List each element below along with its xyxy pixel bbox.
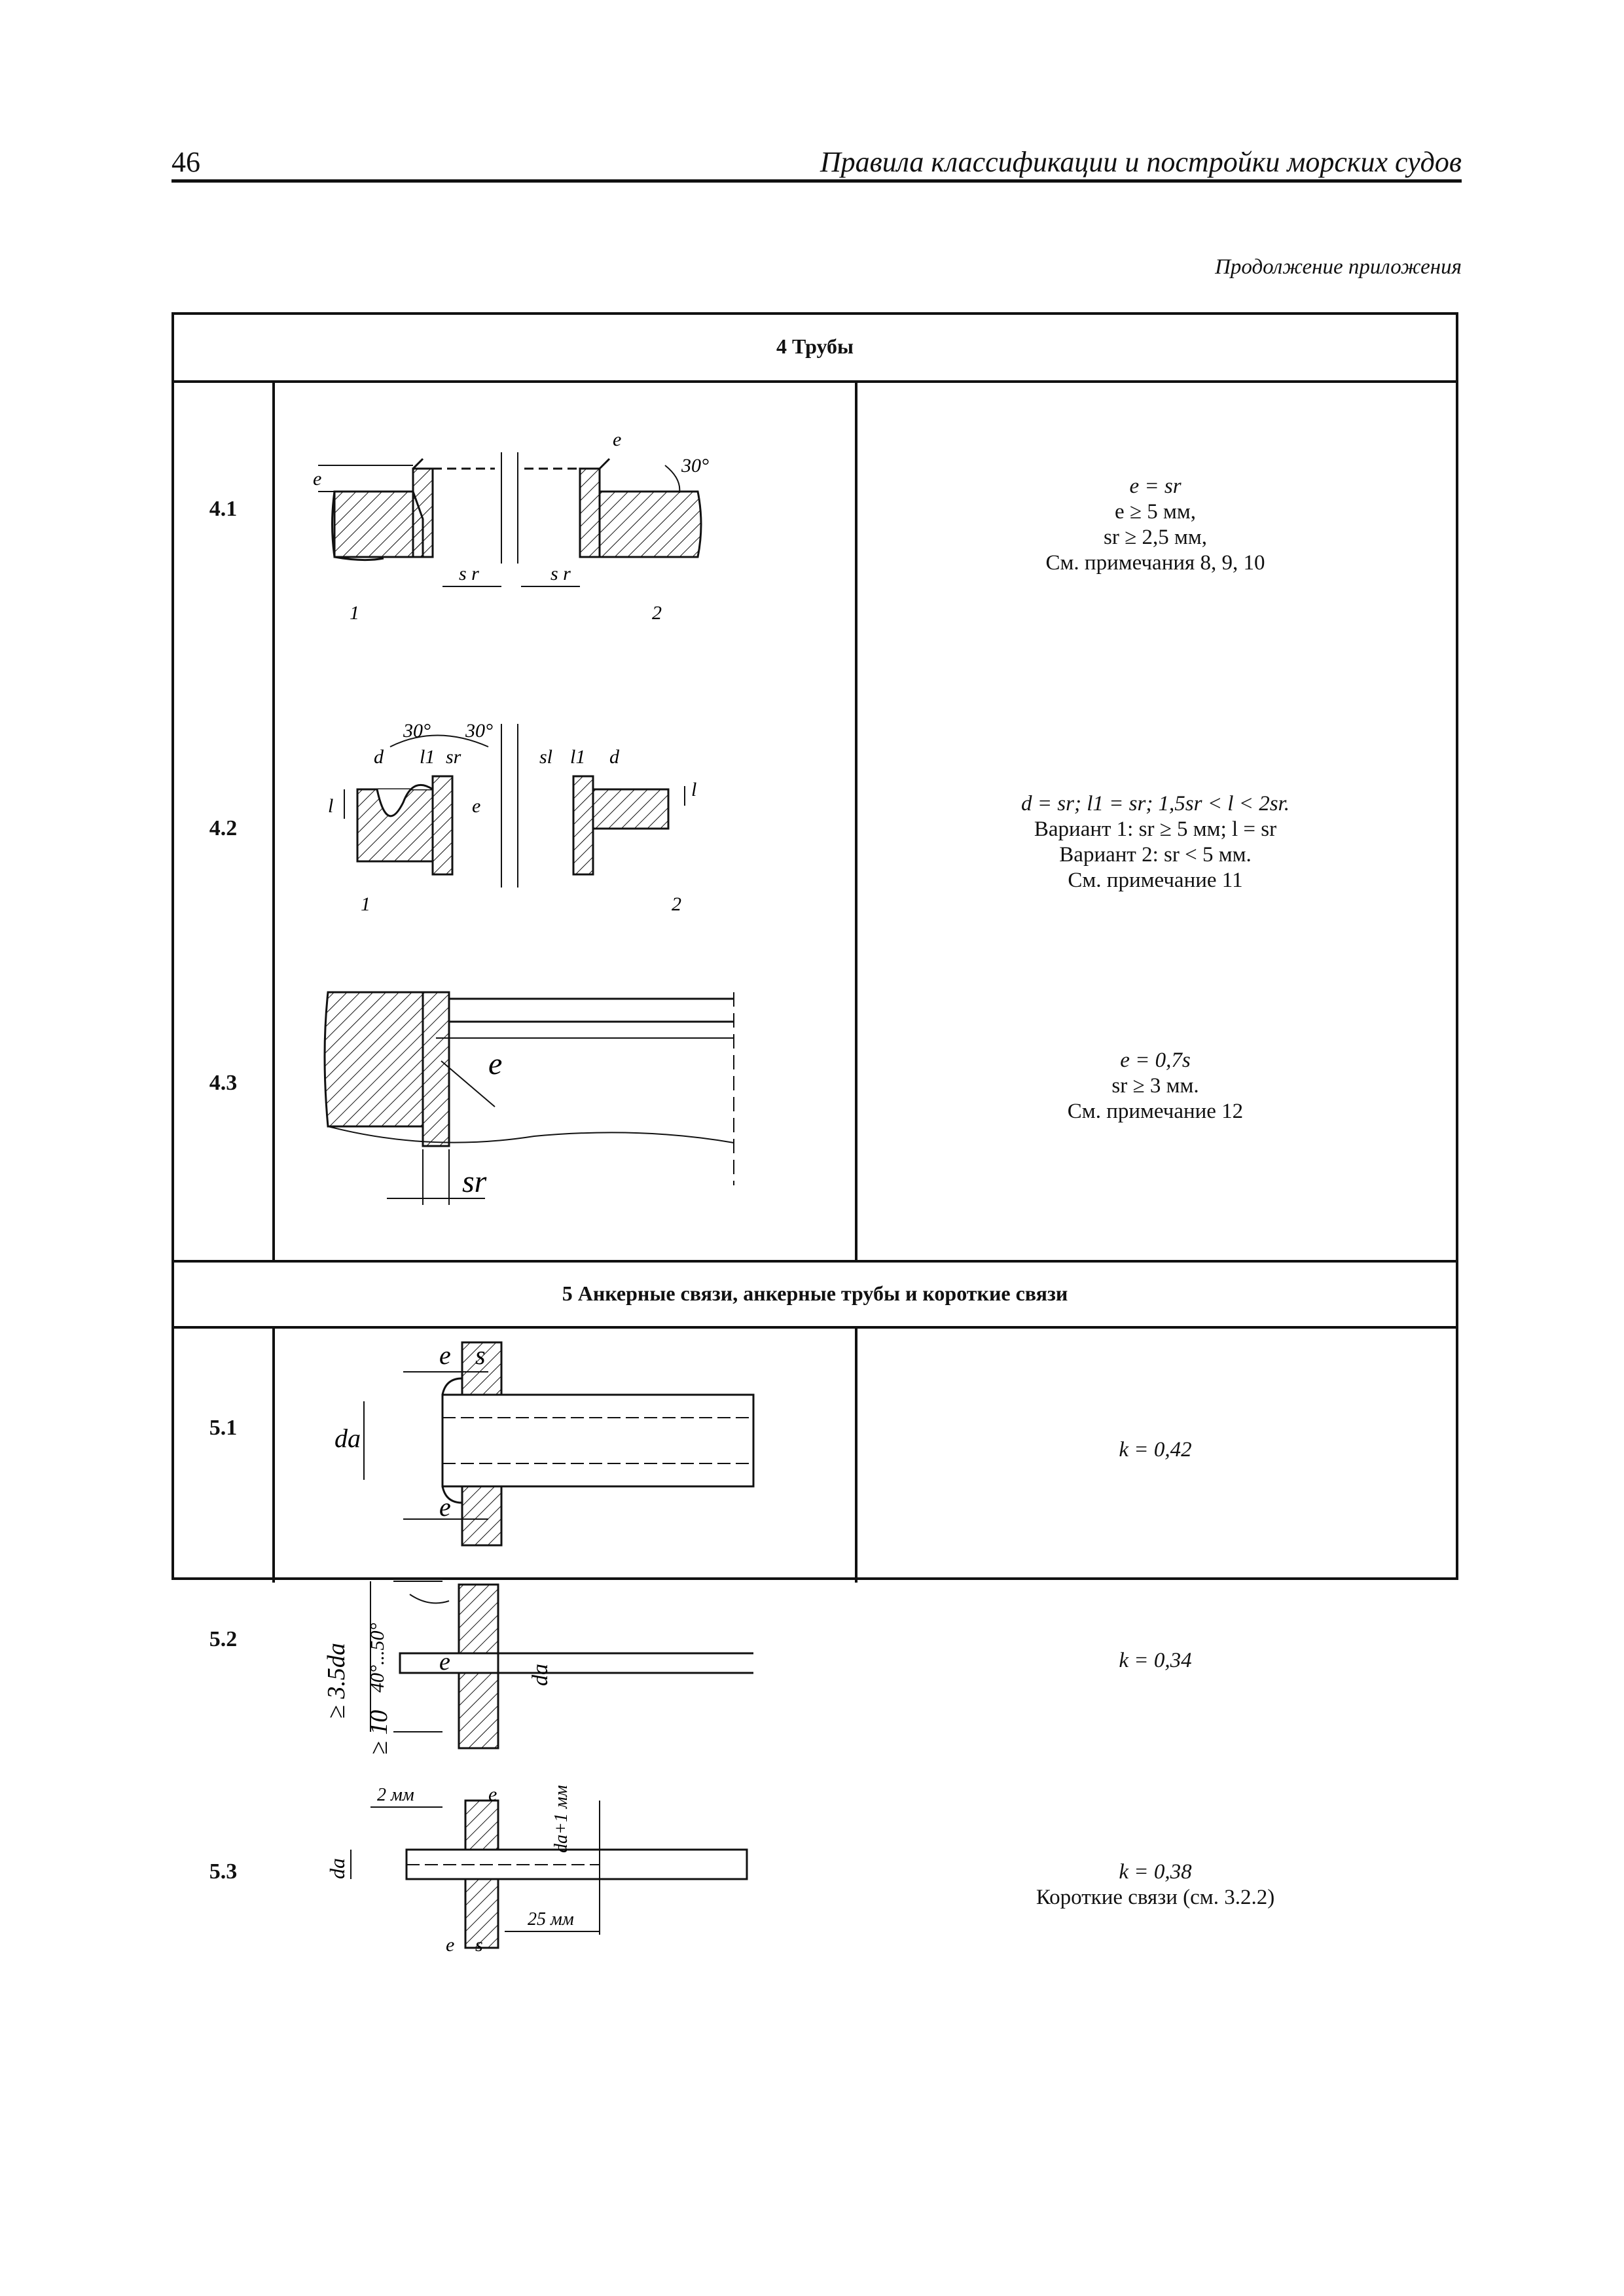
row-number: 5.2	[209, 1627, 238, 1651]
requirement-line: См. примечание 12	[1067, 1100, 1244, 1123]
dim-label: sr	[462, 1164, 487, 1199]
row-number: 4.3	[209, 1071, 238, 1095]
requirements-cell: k = 0,34	[855, 1648, 1456, 1674]
column-rule	[855, 1326, 857, 1583]
pipe-weld-drawing: 30° 30° d l1 sr e l sl l1 d l 1 2	[328, 720, 696, 915]
dim-label: l	[328, 795, 333, 817]
continuation-note: Продолжение приложения	[1215, 255, 1462, 279]
section-title: 5 Анкерные связи, анкерные трубы и корот…	[562, 1282, 1068, 1305]
column-rule	[272, 380, 275, 1260]
row-number: 4.2	[209, 816, 238, 840]
requirement-line: k = 0,42	[1119, 1438, 1192, 1462]
requirement-line: Вариант 2: sr < 5 мм.	[1059, 843, 1252, 867]
dim-label: e	[439, 1648, 450, 1676]
short-stay-drawing: 2 мм e da+1 мм da 25 мм e s	[325, 1784, 748, 1956]
dim-label: e	[439, 1340, 451, 1370]
column-rule	[272, 1326, 275, 1583]
requirement-line: k = 0,38	[1119, 1860, 1192, 1884]
callout-number: 2	[652, 602, 662, 624]
dim-label: e	[488, 1784, 497, 1805]
row-number: 4.1	[209, 497, 238, 521]
figure-4-2: 30° 30° d l1 sr e l sl l1 d l 1 2	[272, 698, 855, 933]
dim-label: s	[475, 1340, 486, 1370]
dim-label: e	[446, 1934, 454, 1956]
requirement-line: sr ≥ 3 мм.	[1111, 1074, 1199, 1098]
running-title: Правила классификации и постройки морски…	[820, 146, 1462, 178]
dim-label: ≥ 3.5da	[323, 1643, 350, 1719]
table-rule	[174, 380, 1456, 383]
requirements-cell: k = 0,38 Короткие связи (см. 3.2.2)	[855, 1859, 1456, 1910]
page-number: 46	[171, 146, 200, 178]
requirement-line: Вариант 1: sr ≥ 5 мм; l = sr	[1034, 817, 1277, 841]
table-rule	[174, 1260, 1456, 1263]
requirements-cell: k = 0,42	[855, 1437, 1456, 1463]
dim-label: l1	[420, 746, 435, 768]
callout-number: 1	[350, 602, 359, 624]
dim-label: 30°	[465, 720, 493, 742]
dim-label: d	[609, 746, 620, 768]
dim-label: l	[691, 779, 696, 800]
column-rule	[855, 380, 857, 1260]
pipe-weld-drawing: e sr	[323, 991, 734, 1205]
dim-label: s r	[550, 563, 571, 584]
dim-label: ≥ 10	[365, 1710, 393, 1755]
table-rule	[174, 1326, 1456, 1329]
stay-weld-drawing: e s da e	[334, 1340, 755, 1547]
figure-5-1: e s da e	[272, 1333, 855, 1549]
dim-label: 25 мм	[528, 1909, 574, 1929]
requirement-line: d = sr; l1 = sr; 1,5sr < l < 2sr.	[1021, 792, 1290, 816]
figure-5-2: ≥ 3.5da 40°...50° e da ≥ 10	[272, 1555, 855, 1758]
callout-number: 1	[361, 893, 370, 915]
section-title: 4 Трубы	[776, 334, 854, 358]
dim-label: 30°	[403, 720, 431, 742]
dim-label: e	[313, 468, 321, 490]
dim-label: d	[374, 746, 384, 768]
requirement-line: См. примечание 11	[1068, 869, 1243, 892]
dim-label: e	[613, 429, 621, 450]
dim-label: s r	[459, 563, 479, 584]
dim-label: 2 мм	[377, 1785, 414, 1805]
standards-table: 4 Трубы 5 Анкерные связи, анкерные трубы…	[171, 312, 1458, 1956]
dim-label: da	[325, 1858, 349, 1879]
dim-label: e	[488, 1047, 502, 1081]
requirement-line: k = 0,34	[1119, 1649, 1192, 1672]
requirement-line: e = 0,7s	[1120, 1049, 1191, 1072]
requirements-cell: d = sr; l1 = sr; 1,5sr < l < 2sr. Вариан…	[855, 791, 1456, 893]
dim-label: da	[528, 1664, 552, 1686]
row-number: 5.1	[209, 1416, 238, 1440]
dim-label: e	[439, 1492, 451, 1522]
dim-label: 30°	[681, 455, 709, 476]
stay-weld-drawing: ≥ 3.5da 40°...50° e da ≥ 10	[323, 1581, 753, 1755]
header-rule	[171, 179, 1462, 183]
callout-number: 2	[672, 893, 681, 915]
requirement-line: sr ≥ 2,5 мм,	[1104, 526, 1207, 549]
requirement-line: e ≥ 5 мм,	[1114, 500, 1197, 524]
dim-label: s	[475, 1934, 483, 1956]
requirement-line: Короткие связи (см. 3.2.2)	[1036, 1886, 1275, 1909]
figure-5-3: 2 мм e da+1 мм da 25 мм e s	[272, 1761, 855, 1958]
pipe-weld-drawing: e e 30° s r s r 1 2	[313, 429, 709, 624]
requirement-line: e = sr	[1129, 475, 1182, 498]
dim-label: sr	[446, 746, 461, 768]
row-number: 5.3	[209, 1859, 238, 1884]
dim-label: e	[472, 795, 480, 817]
requirements-cell: e = 0,7s sr ≥ 3 мм. См. примечание 12	[855, 1048, 1456, 1124]
figure-4-3: e sr	[272, 976, 855, 1238]
requirements-cell: e = sr e ≥ 5 мм, sr ≥ 2,5 мм, См. примеч…	[855, 474, 1456, 576]
dim-label: l1	[570, 746, 585, 768]
dim-label: sl	[539, 746, 552, 768]
dim-label: da+1 мм	[551, 1785, 571, 1853]
dim-label: 40°...50°	[367, 1623, 388, 1693]
dim-label: da	[334, 1424, 361, 1453]
requirement-line: См. примечания 8, 9, 10	[1045, 551, 1265, 575]
figure-4-1: e e 30° s r s r 1 2	[272, 406, 855, 636]
